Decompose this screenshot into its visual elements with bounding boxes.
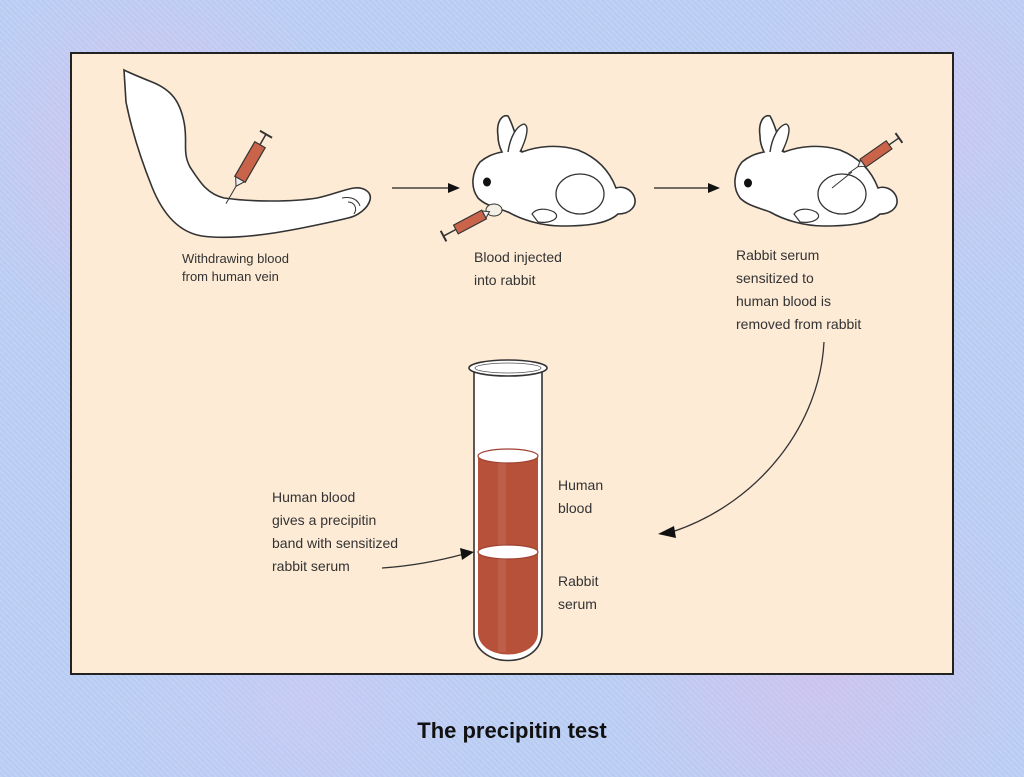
syringe-icon <box>847 132 904 174</box>
step-3-label: Rabbit serum sensitized to human blood i… <box>736 247 862 332</box>
syringe-icon <box>439 209 491 242</box>
human-blood-layer <box>478 456 538 552</box>
diagram-panel: Withdrawing blood from human vein Blood … <box>70 52 954 675</box>
diagram-artwork <box>123 68 904 662</box>
rabbit-icon <box>734 114 898 227</box>
curved-arrow-icon <box>658 341 825 538</box>
arrow-right-icon <box>654 183 720 193</box>
syringe-icon <box>225 129 273 204</box>
rabbit-icon <box>472 114 636 227</box>
precipitin-band-label: Human blood gives a precipitin band with… <box>272 489 399 574</box>
step-2-label: Blood injected into rabbit <box>474 249 562 288</box>
precipitin-band <box>477 544 539 560</box>
human-arm-icon <box>123 68 372 239</box>
band-pointer-arrow-icon <box>381 548 474 569</box>
rabbit-serum-layer <box>478 552 538 655</box>
arrow-right-icon <box>392 183 460 193</box>
slide-title: The precipitin test <box>417 718 607 743</box>
step-1-label: Withdrawing blood from human vein <box>182 251 289 284</box>
rabbit-serum-label: Rabbit serum <box>558 573 599 612</box>
human-blood-label: Human blood <box>558 477 604 516</box>
test-tube-icon <box>468 359 548 662</box>
